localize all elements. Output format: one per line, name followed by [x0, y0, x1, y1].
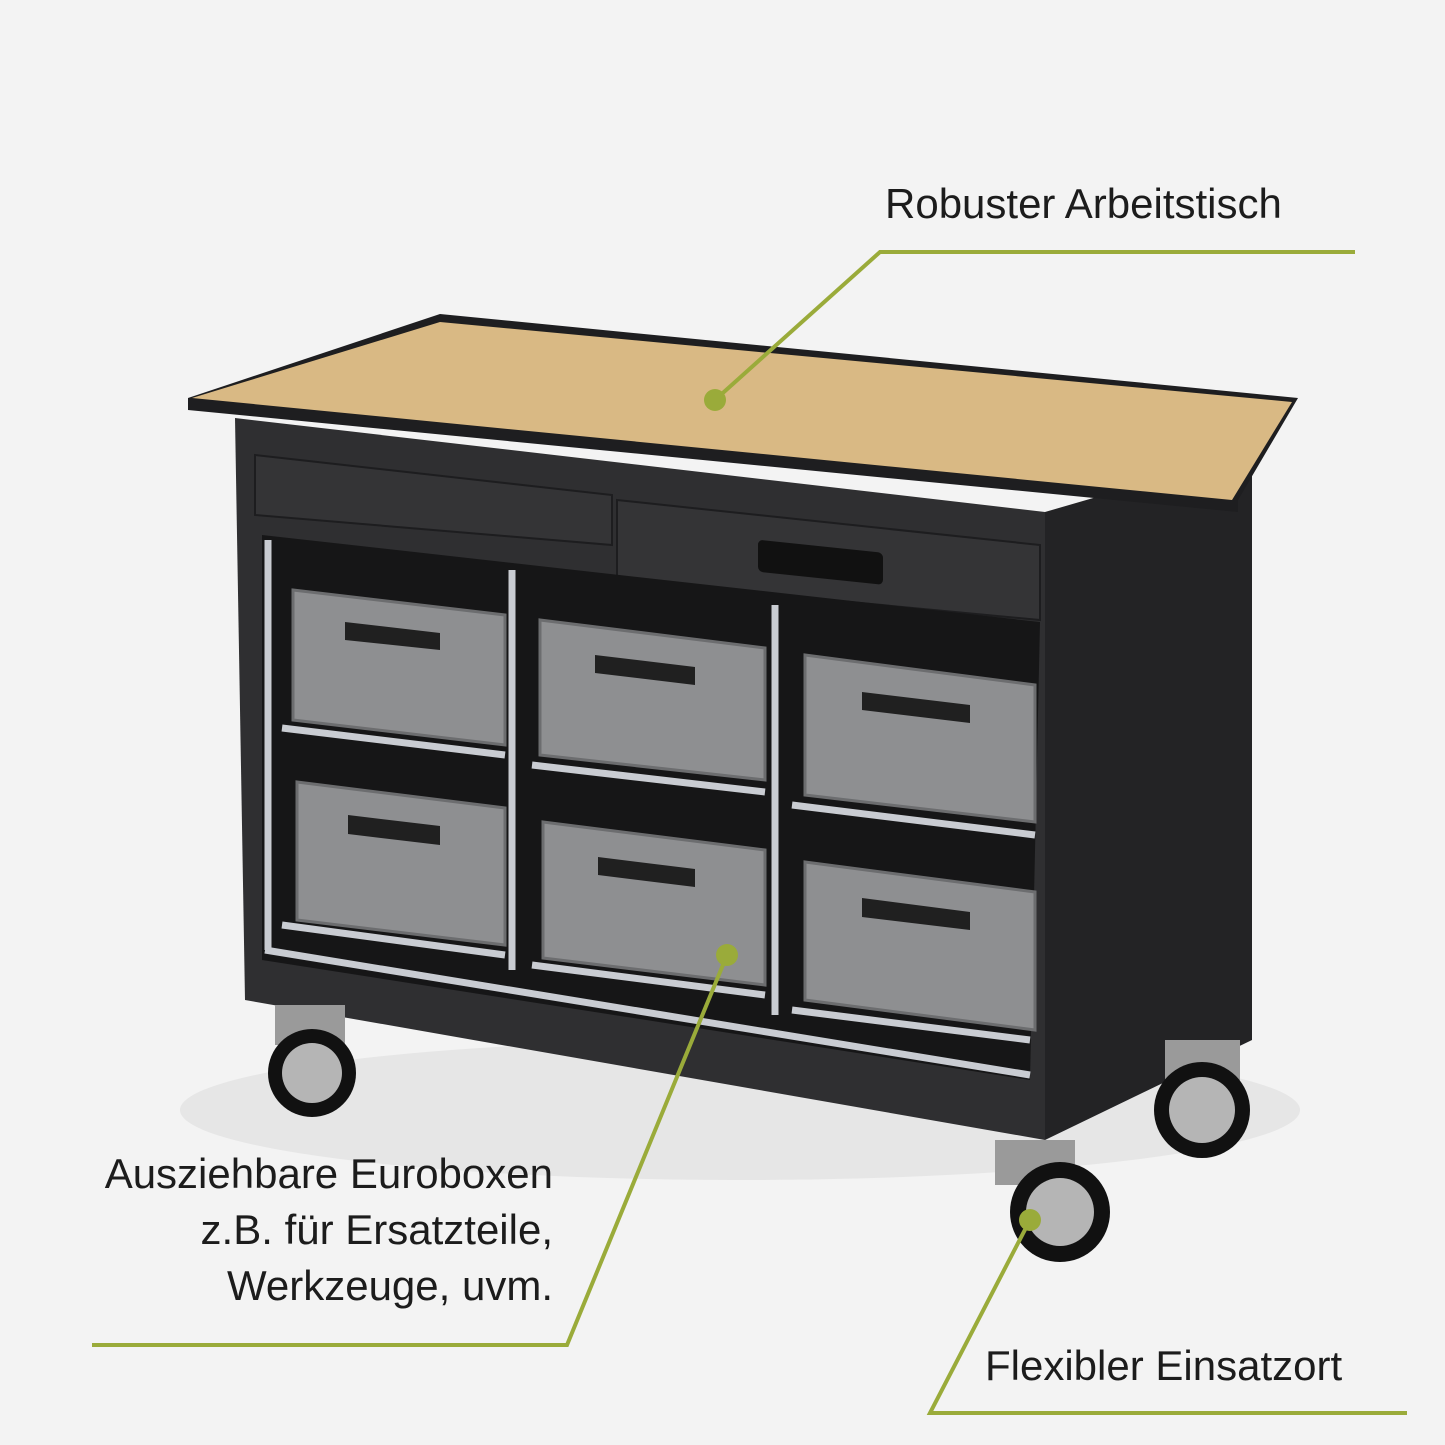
callout-label-boxes-line3: Werkzeuge, uvm. [226, 1262, 553, 1309]
eurobox[interactable] [538, 618, 767, 782]
eurobox[interactable] [803, 653, 1037, 824]
callout-line-boxes [92, 954, 729, 1347]
callout-line-worktable [713, 250, 1355, 402]
callout-dot-mobility [1019, 1209, 1041, 1231]
callout-dot-worktable [704, 389, 726, 411]
tabletop [192, 322, 1292, 500]
callout-label-mobility: Flexibler Einsatzort [985, 1342, 1343, 1389]
callout-line-mobility [926, 1219, 1407, 1415]
rails [264, 540, 1036, 1079]
drawer-left[interactable] [254, 453, 613, 547]
callout-label-boxes-line2: z.B. für Ersatzteile, [200, 1206, 553, 1253]
callout-lines [92, 250, 1407, 1415]
box-handles [345, 622, 970, 930]
drawer-handle[interactable] [758, 540, 883, 585]
callout-label-boxes: Ausziehbare Euroboxen z.B. für Ersatztei… [105, 1146, 553, 1314]
wheels [268, 1005, 1250, 1262]
eurobox[interactable] [291, 588, 507, 747]
callout-dot-boxes [716, 944, 738, 966]
eurobox[interactable] [295, 780, 507, 947]
callout-label-worktable: Robuster Arbeitstisch [885, 180, 1282, 227]
cabinet-side [1045, 452, 1252, 1140]
eurobox[interactable] [803, 860, 1037, 1032]
callout-label-boxes-line1: Ausziehbare Euroboxen [104, 1150, 553, 1197]
